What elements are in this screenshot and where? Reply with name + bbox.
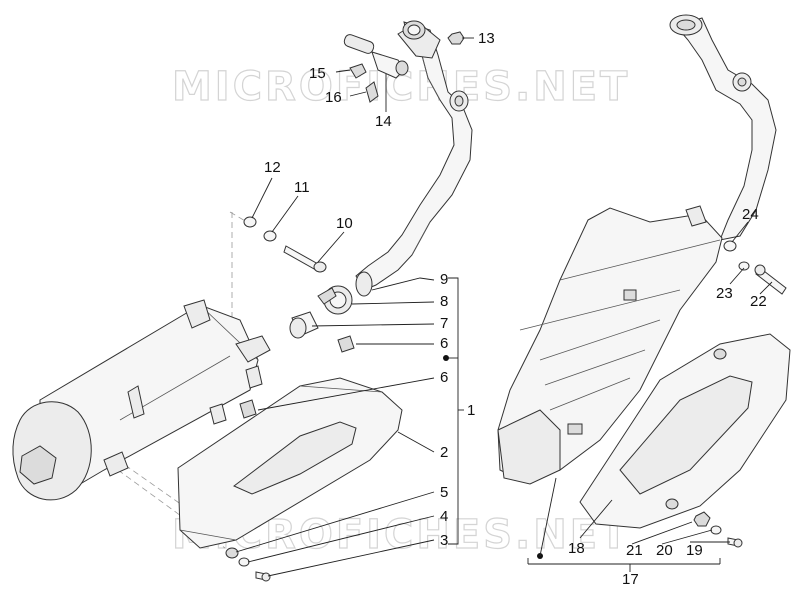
washer-24 [723,240,737,252]
callout-24: 24 [742,206,759,223]
rubber-6-lower [239,399,257,419]
muffler-right [497,205,723,485]
callout-18: 18 [568,540,585,557]
clip-15 [349,63,367,79]
callout-15: 15 [309,65,326,82]
callout-6-lower: 6 [440,369,448,386]
nut-13 [447,31,465,45]
washer-23 [738,261,750,271]
callout-19: 19 [686,542,703,559]
nut-21 [693,511,711,527]
rubber-6-upper [337,335,355,353]
callout-11: 11 [294,179,310,196]
exhaust-pipe-right [669,14,777,241]
left-exhaust-assembly [12,20,473,582]
screw-3 [255,571,271,582]
callout-5: 5 [440,484,448,501]
washer-11 [263,230,277,242]
right-exhaust-assembly [497,14,791,548]
muffler-left [12,299,271,501]
washer-4 [238,557,250,567]
washer-5 [225,547,239,559]
callout-20: 20 [656,542,673,559]
callout-17: 17 [622,571,639,588]
callout-10: 10 [336,215,353,232]
clamp-8 [317,285,353,315]
leader-lines [235,37,773,577]
callout-3: 3 [440,532,448,549]
exhaust-pipe [355,20,473,297]
washer-20 [710,525,722,535]
callout-4: 4 [440,508,448,525]
screw-19 [727,537,743,548]
bullet-left [443,355,449,361]
callout-numbers: 13 15 16 14 12 11 10 9 8 7 6 6 1 2 5 4 3… [264,30,767,588]
bolt-22 [754,264,787,295]
bolt-10 [283,245,327,273]
clip-16 [365,81,379,103]
heat-shield-right [579,333,791,529]
callout-16: 16 [325,89,342,106]
heat-shield-left [177,377,403,549]
callout-22: 22 [750,293,767,310]
callout-8: 8 [440,293,448,310]
callout-23: 23 [716,285,733,302]
callout-12: 12 [264,159,281,176]
callout-21: 21 [626,542,643,559]
callout-6-upper: 6 [440,335,448,352]
callout-7: 7 [440,315,448,332]
oxygen-sensor [343,34,409,79]
gasket-7 [289,311,319,339]
callout-14: 14 [375,113,392,130]
callout-13: 13 [478,30,495,47]
callout-9: 9 [440,271,448,288]
callout-2: 2 [440,444,448,461]
callout-1: 1 [467,402,475,419]
washer-12 [243,216,257,228]
